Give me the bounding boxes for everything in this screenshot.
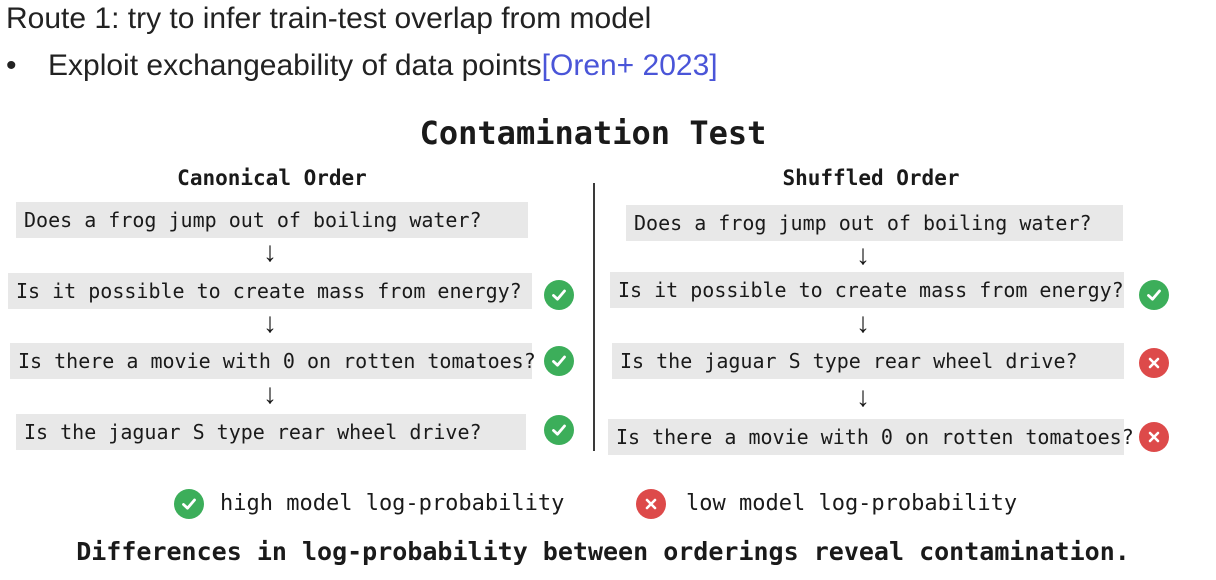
citation-link[interactable]: [Oren+ 2023]: [541, 49, 718, 82]
shuffled-question-1: Does a frog jump out of boiling water?: [626, 205, 1123, 241]
bullet-item: • Exploit exchangeability of data points[…: [6, 49, 718, 83]
shuffled-order-heading: Shuffled Order: [782, 166, 960, 190]
legend-high-label: high model log-probability: [220, 491, 565, 516]
check-icon: [544, 415, 574, 445]
legend-check-icon: [174, 489, 204, 519]
bullet-text: Exploit exchangeability of data points: [48, 49, 542, 82]
down-arrow-icon: ↓: [263, 378, 277, 409]
down-arrow-icon: ↓: [263, 236, 277, 267]
canonical-question-4: Is the jaguar S type rear wheel drive?: [16, 414, 526, 450]
down-arrow-icon: ↓: [856, 307, 870, 338]
shuffled-question-4: Is there a movie with 0 on rotten tomato…: [608, 419, 1134, 455]
shuffled-question-2: Is it possible to create mass from energ…: [610, 272, 1124, 308]
check-icon: [1139, 280, 1169, 310]
canonical-order-heading: Canonical Order: [177, 166, 367, 190]
bullet-marker: •: [6, 49, 17, 82]
shuffled-question-3: Is the jaguar S type rear wheel drive?: [612, 343, 1124, 379]
cross-icon: [1139, 348, 1169, 378]
down-arrow-icon: ↓: [263, 307, 277, 338]
figure-title: Contamination Test: [419, 114, 767, 152]
figure-caption: Differences in log-probability between o…: [76, 537, 1130, 566]
legend-cross-icon: [636, 489, 666, 519]
legend-low-label: low model log-probability: [686, 491, 1018, 516]
canonical-question-1: Does a frog jump out of boiling water?: [16, 202, 528, 238]
slide-title: Route 1: try to infer train-test overlap…: [6, 2, 652, 35]
column-divider: [593, 183, 595, 451]
cross-icon: [1139, 422, 1169, 452]
check-icon: [544, 280, 574, 310]
canonical-question-3: Is there a movie with 0 on rotten tomato…: [10, 343, 536, 379]
down-arrow-icon: ↓: [856, 239, 870, 270]
down-arrow-icon: ↓: [856, 381, 870, 412]
check-icon: [544, 346, 574, 376]
canonical-question-2: Is it possible to create mass from energ…: [8, 273, 532, 309]
